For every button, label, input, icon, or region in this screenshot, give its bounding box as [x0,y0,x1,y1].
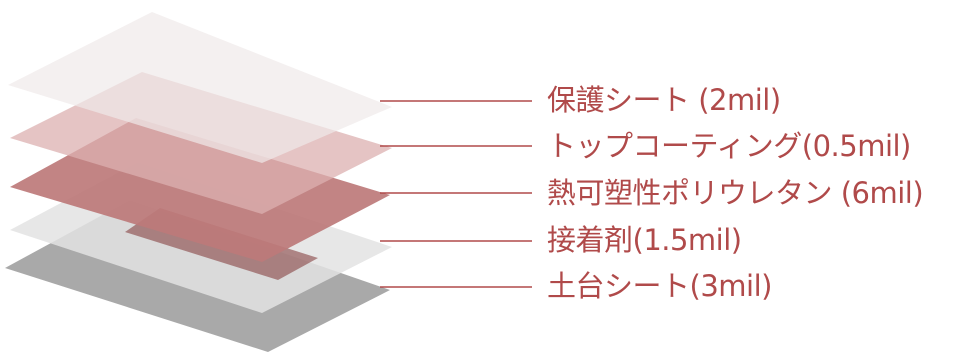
label-protective-sheet: 保護シート (2mil) [547,83,781,117]
label-base-sheet: 土台シート(3mil) [547,269,772,303]
protective-sheet-layer [8,12,392,163]
label-top-coating: トップコーティング(0.5mil) [547,129,911,163]
label-tpu: 熱可塑性ポリウレタン (6mil) [547,176,924,210]
label-adhesive: 接着剤(1.5mil) [547,223,742,257]
